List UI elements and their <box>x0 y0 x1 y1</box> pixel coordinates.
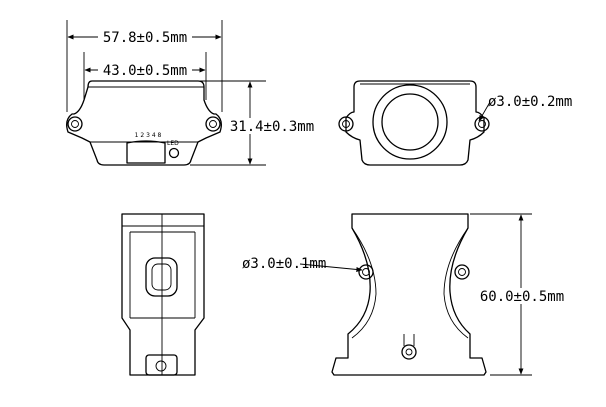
side-hole-label: ø3.0±0.2mm <box>488 94 572 110</box>
front-body-outline <box>66 80 222 166</box>
dip-switch-numbers: 1 2 3 4 8 <box>135 132 162 139</box>
top-left-mount <box>358 264 374 280</box>
end-connector <box>145 354 178 376</box>
sensor-outer-ring <box>372 84 448 160</box>
top-view: ø3.0±0.1mm <box>242 213 487 376</box>
end-window-outer <box>145 257 178 297</box>
sensor-face <box>381 93 439 151</box>
top-hole-label: ø3.0±0.1mm <box>242 256 326 272</box>
front-right-mount <box>205 116 221 132</box>
top-right-mount <box>454 264 470 280</box>
overall-width-label: 57.8±0.5mm <box>103 30 187 46</box>
end-window-inner <box>151 263 172 291</box>
dip-switch <box>126 140 166 164</box>
end-body-outline <box>121 213 205 376</box>
front-view: 57.8±0.5mm 43.0±0.5mm 1 2 3 4 8 LED <box>66 20 223 166</box>
side-view: ø3.0±0.2mm <box>338 80 572 166</box>
length-label: 60.0±0.5mm <box>480 289 564 305</box>
overall-width-dimension: 57.8±0.5mm <box>66 20 223 112</box>
hole-spacing-label: 43.0±0.5mm <box>103 63 187 79</box>
side-left-mount <box>338 116 354 132</box>
side-right-mount <box>474 116 490 132</box>
length-dimension: 60.0±0.5mm <box>470 213 572 376</box>
led-indicator <box>168 147 180 159</box>
height-label: 31.4±0.3mm <box>230 119 314 135</box>
led-label: LED <box>167 140 179 147</box>
front-left-mount <box>67 116 83 132</box>
height-dimension: 31.4±0.3mm <box>190 80 320 166</box>
side-body-outline <box>345 80 485 166</box>
hole-spacing-dimension: 43.0±0.5mm <box>83 52 207 100</box>
cable-gland <box>401 334 417 360</box>
top-body-outline <box>331 213 487 376</box>
end-view <box>121 213 205 376</box>
